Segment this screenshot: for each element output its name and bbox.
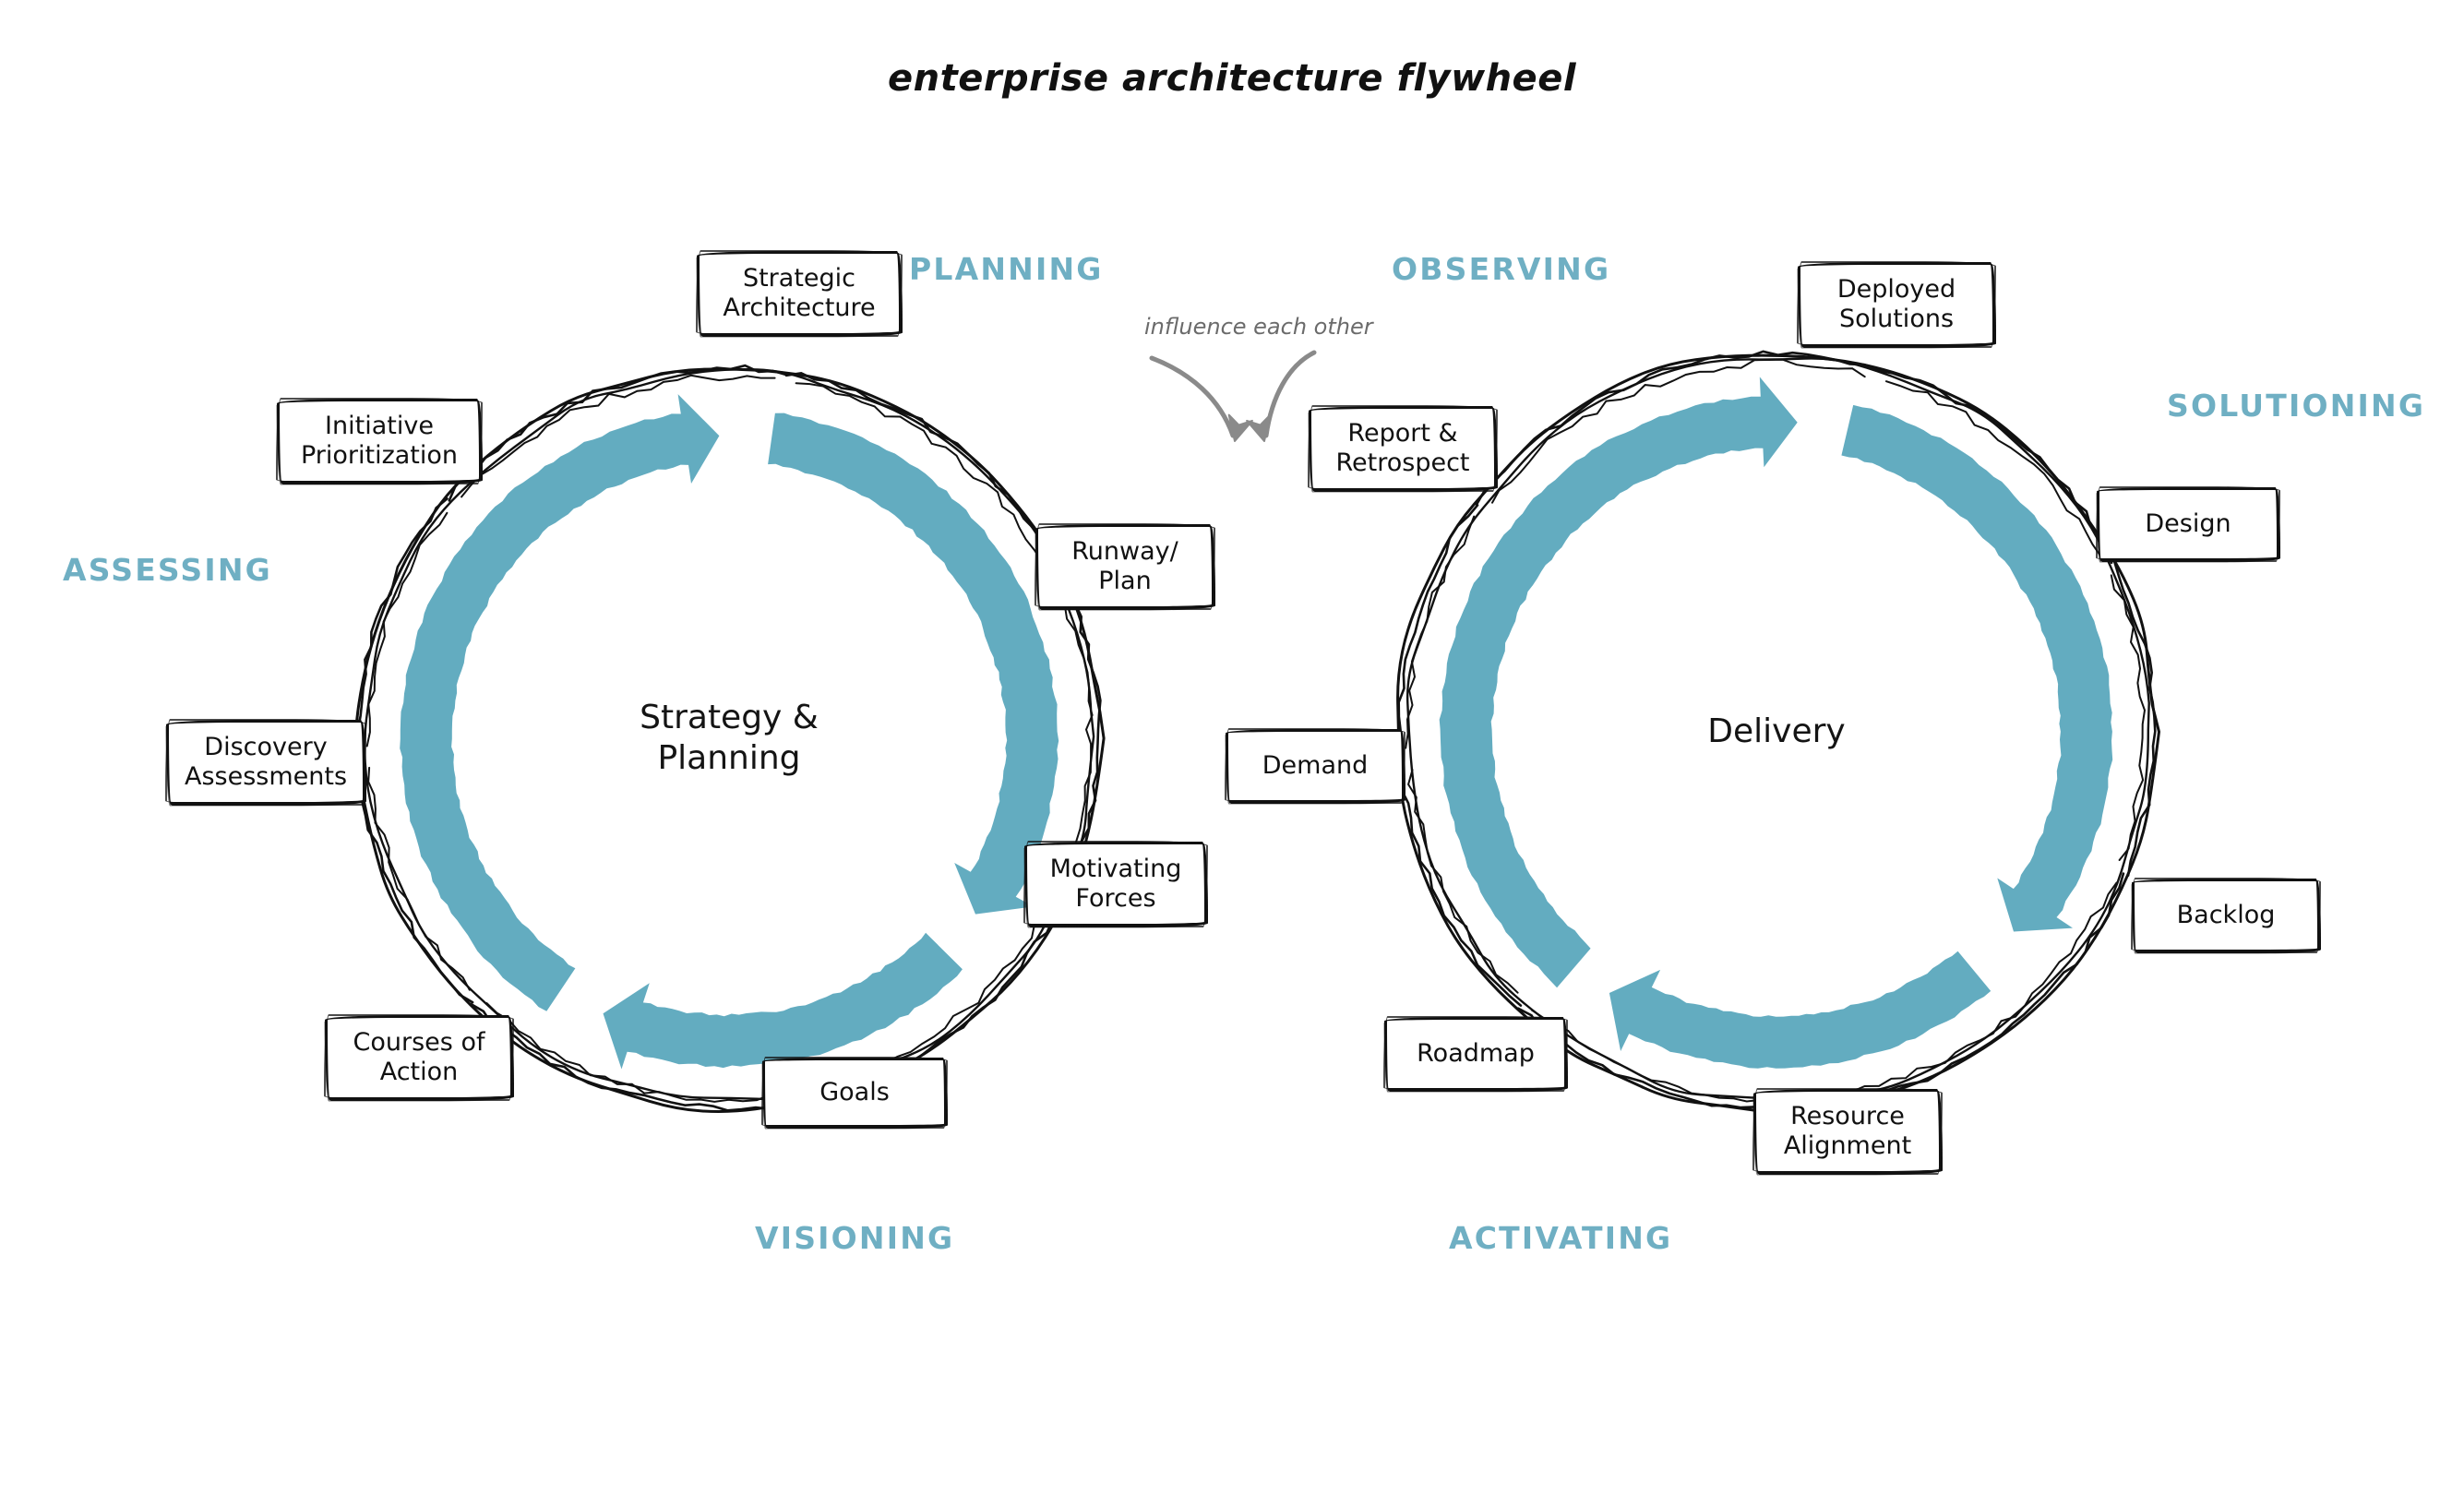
phase-label-assessing: ASSESSING <box>63 552 272 588</box>
phase-label-planning: PLANNING <box>909 251 1104 287</box>
hub-label-delivery: Delivery <box>1707 712 1846 751</box>
node-motivating-forces[interactable]: Motivating Forces <box>1023 841 1208 927</box>
node-discovery-assessments[interactable]: Discovery Assessments <box>165 719 366 806</box>
node-label: Discovery Assessments <box>184 732 348 791</box>
node-label: Backlog <box>2176 900 2276 929</box>
node-deployed-solutions[interactable]: Deployed Solutions <box>1797 261 1996 348</box>
node-label: Resource Alignment <box>1783 1101 1912 1160</box>
phase-label-observing: OBSERVING <box>1392 251 1611 287</box>
node-design[interactable]: Design <box>2096 486 2280 562</box>
node-strategic-architecture[interactable]: Strategic Architecture <box>696 250 903 337</box>
influence-caption: influence each other <box>1144 314 1373 340</box>
node-resource-alignment[interactable]: Resource Alignment <box>1752 1088 1943 1175</box>
node-goals[interactable]: Goals <box>761 1057 948 1129</box>
node-label: Strategic Architecture <box>723 263 876 322</box>
node-label: Design <box>2145 508 2231 538</box>
hub-label-strategy-planning: Strategy & Planning <box>640 699 819 777</box>
node-courses-of-action[interactable]: Courses of Action <box>324 1014 514 1101</box>
node-initiative-prioritization[interactable]: Initiative Prioritization <box>276 398 483 484</box>
node-label: Goals <box>819 1077 890 1106</box>
node-demand[interactable]: Demand <box>1225 728 1405 804</box>
page-title: enterprise architecture flywheel <box>887 57 1577 100</box>
node-backlog[interactable]: Backlog <box>2131 878 2321 953</box>
node-roadmap[interactable]: Roadmap <box>1383 1016 1568 1092</box>
node-label: Demand <box>1262 750 1369 780</box>
phase-label-solutioning: SOLUTIONING <box>2167 388 2426 424</box>
node-label: Runway/ Plan <box>1071 536 1178 595</box>
node-label: Motivating Forces <box>1049 854 1182 913</box>
node-label: Roadmap <box>1417 1038 1535 1068</box>
node-label: Deployed Solutions <box>1836 274 1956 333</box>
node-label: Report & Retrospect <box>1335 418 1470 477</box>
node-runway-plan[interactable]: Runway/ Plan <box>1035 523 1215 610</box>
node-report-retrospect[interactable]: Report & Retrospect <box>1308 405 1498 492</box>
phase-label-visioning: VISIONING <box>755 1220 955 1256</box>
node-label: Courses of Action <box>353 1027 485 1086</box>
phase-label-activating: ACTIVATING <box>1449 1220 1673 1256</box>
node-label: Initiative Prioritization <box>300 411 459 470</box>
